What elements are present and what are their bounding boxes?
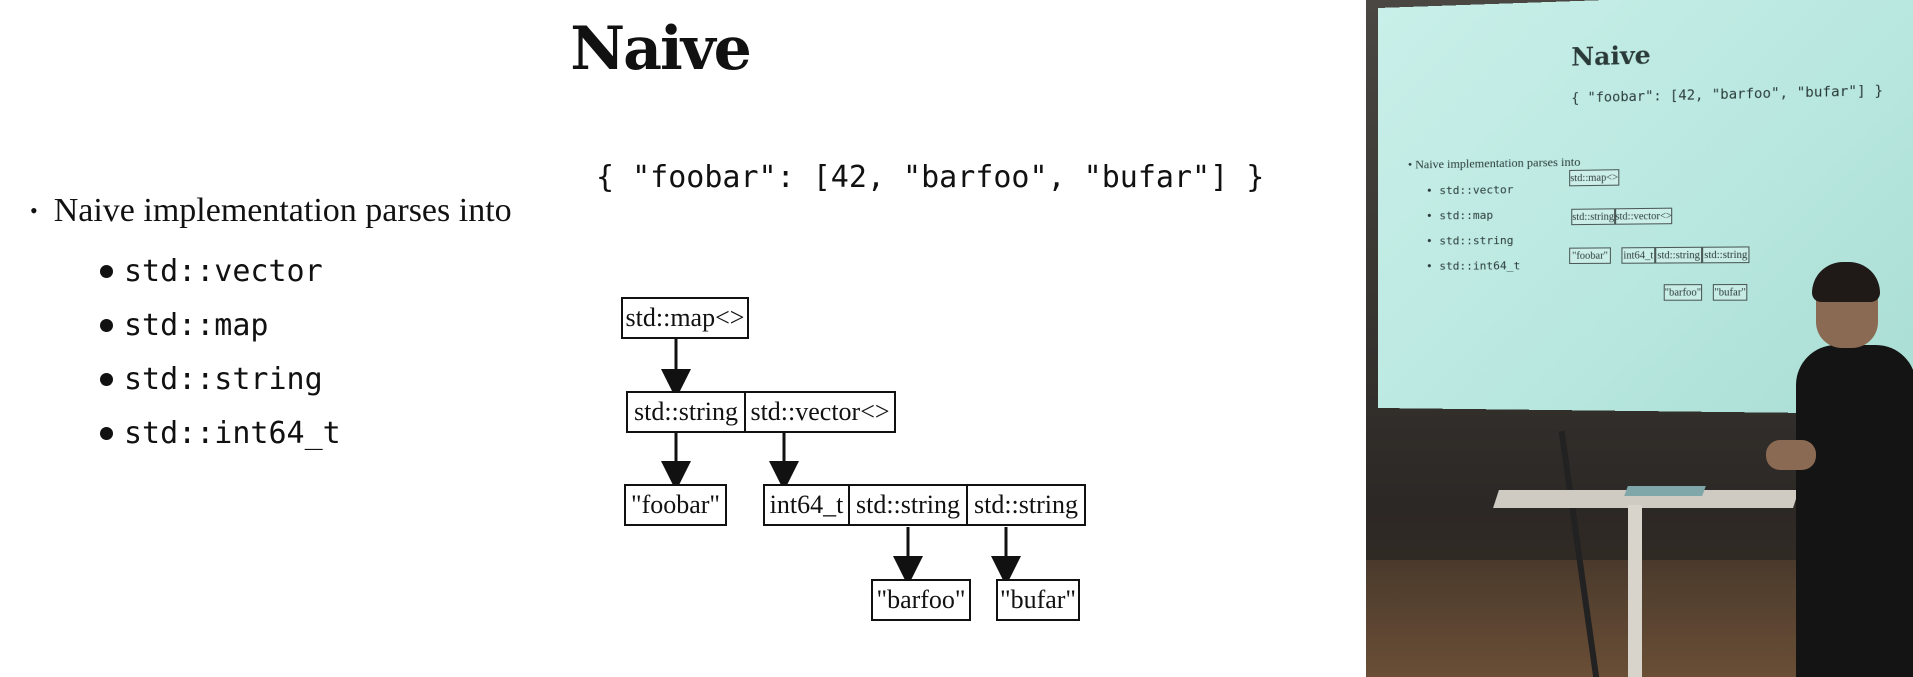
node-key-value: "foobar"	[624, 484, 727, 526]
screen-sub-item: • std::map	[1426, 208, 1494, 223]
speaker-body	[1796, 345, 1913, 677]
speaker-video-feed: Naive { "foobar": [42, "barfoo", "bufar"…	[1366, 0, 1913, 677]
screen-node-map: std::map<>	[1569, 169, 1620, 187]
sub-bullet-dot-icon	[100, 318, 113, 332]
screen-json-example: { "foobar": [42, "barfoo", "bufar"] }	[1571, 83, 1884, 107]
screen-sub-item: • std::string	[1426, 233, 1514, 248]
screen-node-vector-int: int64_t	[1621, 247, 1656, 264]
parse-tree-diagram: std::map<> std::string std::vector<> "fo…	[621, 297, 1086, 621]
sub-bullet-text: std::int64_t	[124, 415, 341, 451]
screen-node-key-value: "foobar"	[1569, 247, 1611, 265]
node-string-bufar: "bufar"	[996, 579, 1080, 621]
screen-sub-item: • std::vector	[1426, 183, 1514, 198]
sub-bullet-dot-icon	[100, 264, 113, 278]
node-map: std::map<>	[621, 297, 749, 339]
sub-bullet-list: std::vector std::map std::string std::in…	[100, 244, 512, 460]
slide-panel: Naive • Naive implementation parses into…	[30, 14, 1265, 621]
sub-bullet-item: std::int64_t	[100, 406, 512, 460]
podium-leg	[1628, 505, 1642, 677]
sub-bullet-text: std::vector	[124, 253, 323, 289]
screen-node-string-barfoo: "barfoo"	[1663, 284, 1703, 301]
bullet-list: • Naive implementation parses into std::…	[30, 192, 512, 460]
json-example: { "foobar": [42, "barfoo", "bufar"] }	[596, 160, 1265, 195]
screen-sub-item: • std::int64_t	[1426, 259, 1521, 273]
speaker-hair	[1812, 262, 1880, 302]
screen-slide-title: Naive	[1571, 39, 1651, 72]
screen-node-vector-string-2: std::string	[1702, 246, 1750, 264]
node-string-barfoo: "barfoo"	[871, 579, 971, 621]
sub-bullet-item: std::vector	[100, 244, 512, 298]
bullet-text: Naive implementation parses into	[53, 192, 512, 229]
screen-node-map-value: std::vector<>	[1615, 207, 1673, 225]
screen-bullet-list: • Naive implementation parses into • std…	[1408, 154, 1580, 272]
laptop	[1624, 486, 1706, 496]
screen-parse-tree: std::map<> std::string std::vector<> "fo…	[1561, 166, 1817, 355]
node-map-value: std::vector<>	[744, 391, 896, 433]
sub-bullet-item: std::map	[100, 298, 512, 352]
screen-node-vector-string-1: std::string	[1655, 246, 1703, 264]
bullet-item: • Naive implementation parses into	[30, 192, 512, 230]
sub-bullet-dot-icon	[100, 372, 113, 386]
sub-bullet-text: std::map	[124, 307, 269, 343]
slide-title: Naive	[570, 14, 752, 84]
node-map-key: std::string	[626, 391, 746, 433]
node-vector-string-2: std::string	[966, 484, 1086, 526]
sub-bullet-dot-icon	[100, 426, 113, 440]
sub-bullet-text: std::string	[124, 361, 323, 397]
sub-bullet-item: std::string	[100, 352, 512, 406]
screen-bullet-text: • Naive implementation parses into	[1407, 154, 1581, 172]
node-vector-int: int64_t	[763, 484, 850, 526]
screen-node-string-bufar: "bufar"	[1712, 283, 1748, 301]
screen-node-map-key: std::string	[1571, 208, 1616, 226]
bullet-dot-icon: •	[30, 198, 38, 223]
node-vector-string-1: std::string	[848, 484, 968, 526]
speaker-arm	[1766, 440, 1816, 470]
diagram-arrows	[661, 339, 1021, 586]
